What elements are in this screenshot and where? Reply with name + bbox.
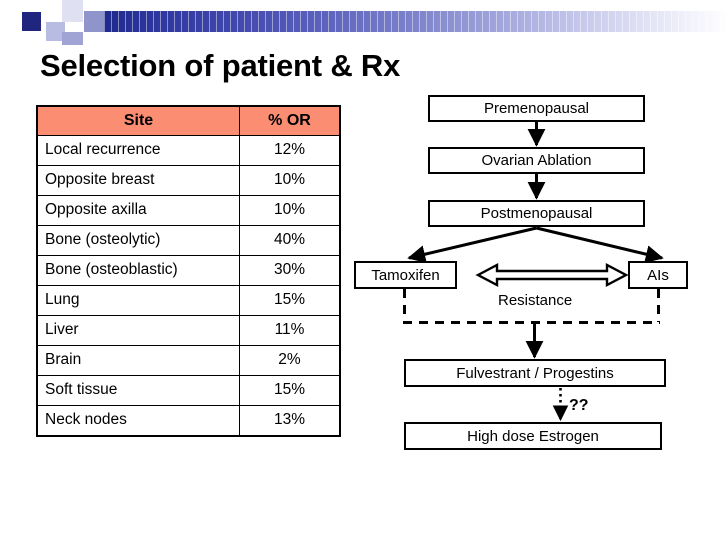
table-row: Bone (osteoblastic)30% <box>36 255 341 286</box>
deco-square-mid <box>84 11 104 32</box>
flow-box-high-dose-estrogen[interactable]: High dose Estrogen <box>404 422 662 450</box>
cell-or: 30% <box>239 255 341 286</box>
cell-site: Local recurrence <box>36 135 240 166</box>
flow-box-tamoxifen[interactable]: Tamoxifen <box>354 261 457 289</box>
cell-site: Neck nodes <box>36 405 240 437</box>
cell-or: 10% <box>239 165 341 196</box>
flow-label-question-marks: ?? <box>569 397 589 414</box>
flow-box-ais[interactable]: AIs <box>628 261 688 289</box>
flow-box-premenopausal[interactable]: Premenopausal <box>428 95 645 122</box>
cell-or: 13% <box>239 405 341 437</box>
cell-site: Liver <box>36 315 240 346</box>
table-row: Bone (osteolytic)40% <box>36 225 341 256</box>
table-header-row: Site % OR <box>36 105 341 136</box>
cell-site: Brain <box>36 345 240 376</box>
cell-site: Opposite axilla <box>36 195 240 226</box>
cell-or: 15% <box>239 285 341 316</box>
cell-or: 15% <box>239 375 341 406</box>
dashed-resistance-bracket <box>403 289 660 324</box>
arrow-postmenopausal-to-tamoxifen <box>407 226 537 264</box>
gradient-bar <box>104 11 728 32</box>
cell-site: Lung <box>36 285 240 316</box>
cell-or: 10% <box>239 195 341 226</box>
cell-or: 11% <box>239 315 341 346</box>
cell-or: 12% <box>239 135 341 166</box>
cell-site: Bone (osteoblastic) <box>36 255 240 286</box>
column-header-site: Site <box>36 105 240 136</box>
slide-header-decoration <box>0 0 728 46</box>
resistance-double-arrow <box>475 263 629 287</box>
cell-site: Opposite breast <box>36 165 240 196</box>
column-header-or: % OR <box>239 105 341 136</box>
cell-or: 2% <box>239 345 341 376</box>
cell-site: Bone (osteolytic) <box>36 225 240 256</box>
deco-square-pale <box>46 22 65 41</box>
deco-square-bottom <box>62 32 83 45</box>
cell-site: Soft tissue <box>36 375 240 406</box>
flow-box-postmenopausal[interactable]: Postmenopausal <box>428 200 645 227</box>
deco-square-light-top <box>62 0 83 22</box>
cell-or: 40% <box>239 225 341 256</box>
flow-box-ovarian-ablation[interactable]: Ovarian Ablation <box>428 147 645 174</box>
page-title: Selection of patient & Rx <box>40 48 401 83</box>
flow-label-resistance: Resistance <box>498 292 573 309</box>
arrow-postmenopausal-to-ais <box>536 226 664 263</box>
deco-square-dark <box>22 12 41 31</box>
flow-box-fulvestrant-progestins[interactable]: Fulvestrant / Progestins <box>404 359 666 387</box>
